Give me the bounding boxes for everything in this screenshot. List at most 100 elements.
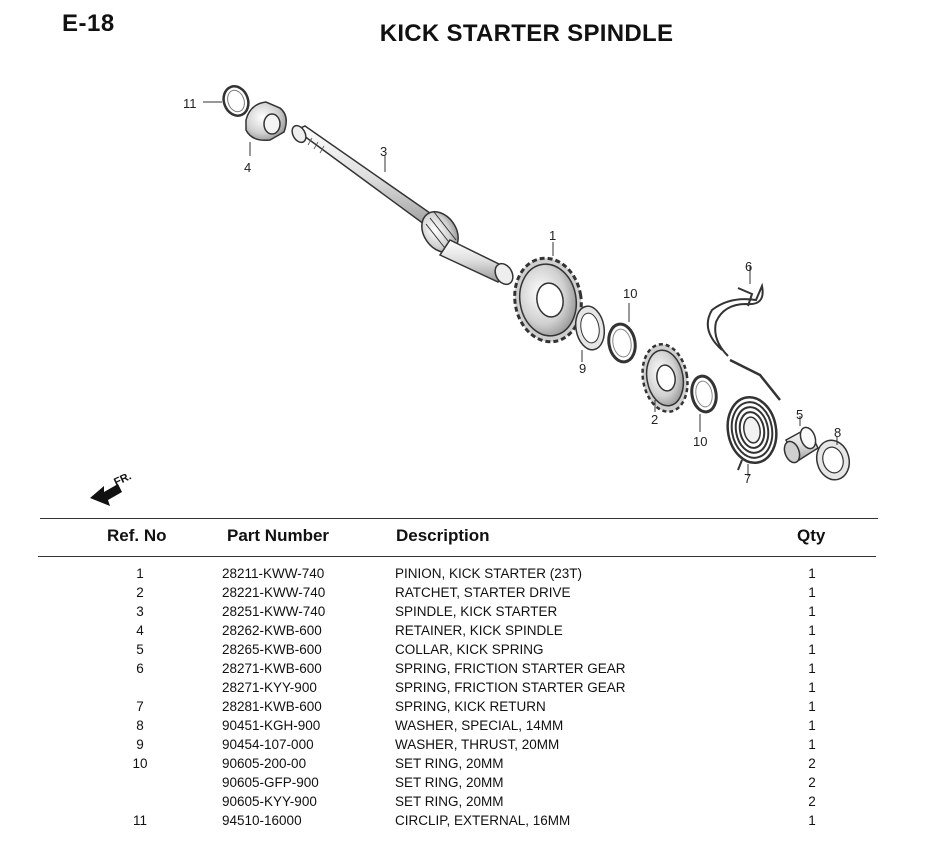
- part-3-spindle: [291, 124, 514, 286]
- front-direction-label: FR.: [112, 470, 133, 488]
- page-code: E-18: [62, 10, 115, 37]
- part-10-set-ring-lower: [690, 374, 718, 432]
- part-2-ratchet: [641, 343, 689, 413]
- exploded-parts-diagram: 11 4 3 1 10 9 2 6 10 5 8 7 FR.: [0, 60, 933, 520]
- cell-ref: 10: [132, 756, 148, 771]
- table-row: 11 94510-16000 CIRCLIP, EXTERNAL, 16MM 1: [38, 813, 878, 832]
- table-row: 2 28221-KWW-740 RATCHET, STARTER DRIVE 1: [38, 585, 878, 604]
- cell-part-number: 90454-107-000: [222, 737, 314, 752]
- cell-part-number: 28281-KWB-600: [222, 699, 322, 714]
- cell-ref: 2: [136, 585, 144, 600]
- table-row: 28271-KYY-900 SPRING, FRICTION STARTER G…: [38, 680, 878, 699]
- table-top-rule: [40, 518, 878, 519]
- cell-description: RETAINER, KICK SPINDLE: [395, 623, 563, 638]
- cell-qty: 1: [808, 737, 816, 752]
- header-part-number: Part Number: [227, 526, 330, 545]
- header-qty: Qty: [797, 526, 826, 545]
- callout-5: 5: [796, 407, 803, 422]
- table-row: 4 28262-KWB-600 RETAINER, KICK SPINDLE 1: [38, 623, 878, 642]
- callout-6: 6: [745, 259, 752, 274]
- cell-qty: 1: [808, 699, 816, 714]
- table-row: 7 28281-KWB-600 SPRING, KICK RETURN 1: [38, 699, 878, 718]
- part-1-pinion: [513, 242, 583, 344]
- table-row: 90605-GFP-900 SET RING, 20MM 2: [38, 775, 878, 794]
- cell-description: SET RING, 20MM: [395, 794, 504, 809]
- callout-10-lower: 10: [693, 434, 707, 449]
- cell-qty: 1: [808, 642, 816, 657]
- cell-description: SPRING, FRICTION STARTER GEAR: [395, 680, 626, 695]
- part-5-collar: [783, 416, 819, 464]
- cell-qty: 1: [808, 813, 816, 828]
- cell-qty: 1: [808, 718, 816, 733]
- cell-ref: 1: [136, 566, 144, 581]
- header-ref-no: Ref. No: [107, 526, 167, 545]
- cell-description: SET RING, 20MM: [395, 775, 504, 790]
- cell-part-number: 94510-16000: [222, 813, 302, 828]
- cell-qty: 1: [808, 566, 816, 581]
- callout-9: 9: [579, 361, 586, 376]
- table-row: 9 90454-107-000 WASHER, THRUST, 20MM 1: [38, 737, 878, 756]
- callout-1: 1: [549, 228, 556, 243]
- cell-part-number: 28211-KWW-740: [222, 566, 325, 581]
- cell-qty: 1: [808, 661, 816, 676]
- cell-ref: 4: [136, 623, 144, 638]
- table-row: 8 90451-KGH-900 WASHER, SPECIAL, 14MM 1: [38, 718, 878, 737]
- part-9-washer: [574, 305, 606, 362]
- table-row: 90605-KYY-900 SET RING, 20MM 2: [38, 794, 878, 813]
- cell-part-number: 28271-KYY-900: [222, 680, 317, 695]
- cell-part-number: 28221-KWW-740: [222, 585, 326, 600]
- cell-description: SPRING, KICK RETURN: [395, 699, 546, 714]
- cell-part-number: 90451-KGH-900: [222, 718, 321, 733]
- cell-ref: 5: [136, 642, 144, 657]
- cell-description: COLLAR, KICK SPRING: [395, 642, 544, 657]
- part-6-friction-spring: [706, 265, 764, 357]
- callout-4: 4: [244, 160, 251, 175]
- part-7-return-spring: [726, 358, 781, 476]
- cell-ref: 11: [132, 813, 147, 828]
- cell-qty: 2: [808, 756, 816, 771]
- cell-qty: 2: [808, 775, 816, 790]
- callout-3: 3: [380, 144, 387, 159]
- cell-qty: 1: [808, 623, 816, 638]
- part-4-retainer: [245, 101, 287, 156]
- front-direction-arrow-icon: FR.: [90, 470, 133, 506]
- cell-description: PINION, KICK STARTER (23T): [395, 566, 583, 581]
- cell-part-number: 28271-KWB-600: [222, 661, 322, 676]
- cell-ref: 6: [136, 661, 144, 676]
- cell-description: WASHER, SPECIAL, 14MM: [395, 718, 564, 733]
- cell-part-number: 90605-GFP-900: [222, 775, 319, 790]
- cell-part-number: 28265-KWB-600: [222, 642, 322, 657]
- cell-ref: 8: [136, 718, 144, 733]
- cell-description: WASHER, THRUST, 20MM: [395, 737, 560, 752]
- callout-8: 8: [834, 425, 841, 440]
- table-header-rule: [38, 556, 876, 557]
- cell-ref: 7: [136, 699, 144, 714]
- cell-part-number: 28251-KWW-740: [222, 604, 326, 619]
- cell-qty: 2: [808, 794, 816, 809]
- table-header: Ref. No Part Number Description Qty: [38, 526, 878, 550]
- table-row: 6 28271-KWB-600 SPRING, FRICTION STARTER…: [38, 661, 878, 680]
- callout-7: 7: [744, 471, 751, 486]
- part-8-washer: [815, 437, 851, 481]
- callout-2: 2: [651, 412, 658, 427]
- cell-part-number: 28262-KWB-600: [222, 623, 322, 638]
- cell-ref: 3: [136, 604, 144, 619]
- table-row: 10 90605-200-00 SET RING, 20MM 2: [38, 756, 878, 775]
- part-11-circlip: [203, 85, 250, 117]
- cell-qty: 1: [808, 604, 816, 619]
- cell-part-number: 90605-200-00: [222, 756, 307, 771]
- cell-qty: 1: [808, 585, 816, 600]
- cell-ref: 9: [136, 737, 144, 752]
- cell-part-number: 90605-KYY-900: [222, 794, 317, 809]
- cell-description: SPINDLE, KICK STARTER: [395, 604, 558, 619]
- cell-qty: 1: [808, 680, 816, 695]
- table-row: 1 28211-KWW-740 PINION, KICK STARTER (23…: [38, 566, 878, 585]
- table-row: 5 28265-KWB-600 COLLAR, KICK SPRING 1: [38, 642, 878, 661]
- page-title: KICK STARTER SPINDLE: [379, 20, 674, 47]
- cell-description: CIRCLIP, EXTERNAL, 16MM: [395, 813, 571, 828]
- callout-11: 11: [183, 96, 197, 111]
- table-body: 1 28211-KWW-740 PINION, KICK STARTER (23…: [38, 566, 878, 832]
- part-10-set-ring-upper: [607, 303, 637, 364]
- cell-description: SPRING, FRICTION STARTER GEAR: [395, 661, 626, 676]
- cell-description: SET RING, 20MM: [395, 756, 504, 771]
